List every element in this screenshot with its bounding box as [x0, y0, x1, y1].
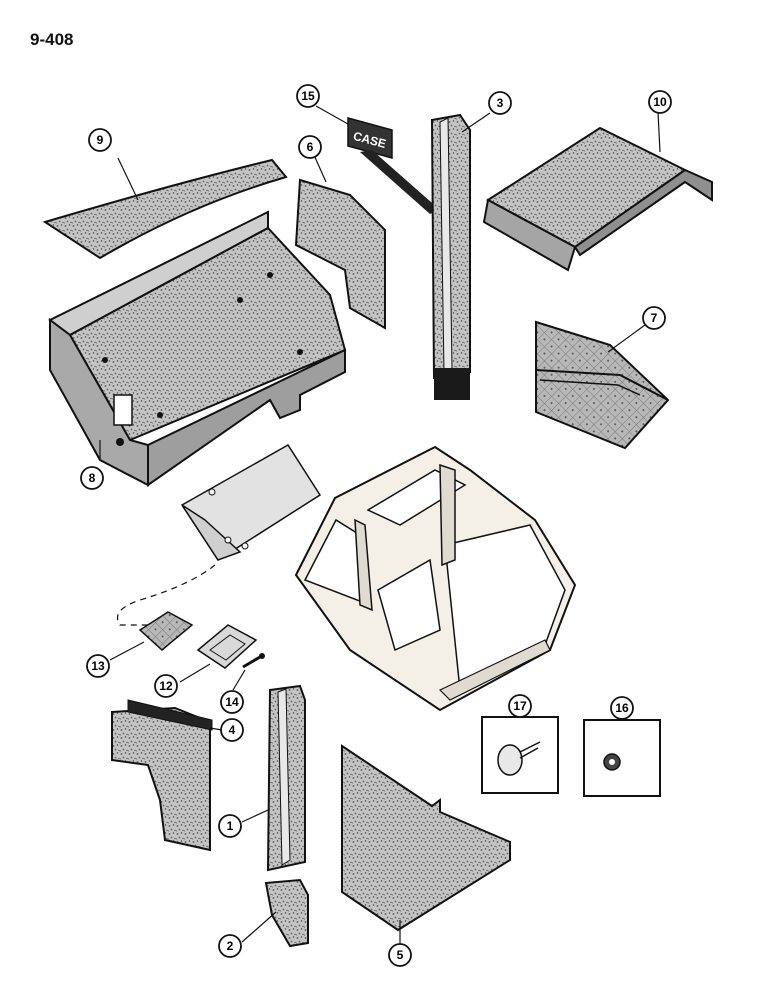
- callout-5: 5: [388, 943, 412, 967]
- rear-shelf-panel: [48, 210, 347, 487]
- callout-14: 14: [220, 690, 244, 714]
- rear-corner-post-trim: [241, 684, 306, 872]
- callout-number: 2: [227, 939, 234, 953]
- push-nut: [583, 710, 661, 797]
- callout-number: 5: [397, 948, 404, 962]
- quilted-rear-panel: [535, 320, 670, 450]
- page-number: 9-408: [30, 30, 74, 49]
- screw: [232, 653, 265, 691]
- left-rear-side-panel: [111, 699, 223, 852]
- callout-12: 12: [154, 674, 178, 698]
- callout-number: 1: [227, 819, 234, 833]
- small-upper-panel: [294, 154, 386, 330]
- callout-2: 2: [218, 934, 242, 958]
- callout-number: 17: [513, 699, 527, 713]
- right-side-panel: [341, 744, 511, 945]
- lamp-bezel: [179, 624, 258, 683]
- dome-lamp-lens: [109, 611, 194, 661]
- callout-17: 17: [508, 694, 532, 718]
- callout-9: 9: [88, 128, 112, 152]
- roof-liner: [482, 111, 713, 272]
- case-decal: CASE: [315, 105, 440, 214]
- callout-6: 6: [298, 135, 322, 159]
- push-rivet: [481, 706, 559, 794]
- cab-frame: [294, 445, 577, 712]
- wiring-path: [116, 564, 216, 626]
- callout-number: 16: [615, 701, 629, 715]
- callout-number: 6: [307, 140, 314, 154]
- callout-number: 10: [653, 95, 667, 109]
- callout-10: 10: [648, 90, 672, 114]
- callout-1: 1: [218, 814, 242, 838]
- headliner-strip: [42, 157, 288, 260]
- callout-16: 16: [610, 696, 634, 720]
- callout-number: 8: [89, 471, 96, 485]
- callout-number: 7: [651, 311, 658, 325]
- callout-number: 13: [91, 659, 105, 673]
- lower-post-cap: [241, 878, 309, 948]
- callout-7: 7: [642, 306, 666, 330]
- callout-8: 8: [80, 466, 104, 490]
- callout-number: 14: [225, 695, 239, 709]
- callout-number: 15: [301, 89, 315, 103]
- callout-number: 9: [97, 133, 104, 147]
- callout-number: 12: [159, 679, 173, 693]
- callout-15: 15: [296, 84, 320, 108]
- callout-3: 3: [488, 91, 512, 115]
- callout-13: 13: [86, 654, 110, 678]
- callout-4: 4: [220, 718, 244, 742]
- callout-number: 4: [229, 723, 236, 737]
- front-corner-post-trim: [430, 112, 491, 400]
- callout-number: 3: [497, 96, 504, 110]
- mounting-bracket: [180, 443, 322, 562]
